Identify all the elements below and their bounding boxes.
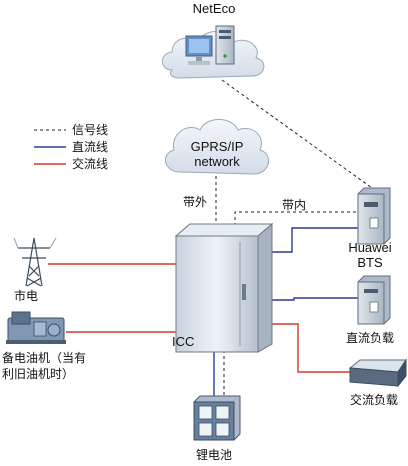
neteco-node: NetEco xyxy=(161,1,265,79)
generator-icon xyxy=(6,311,66,344)
gprs-network-node: GPRS/IP network xyxy=(165,119,269,175)
bts-node: Huawei BTS xyxy=(348,187,392,270)
out-of-band-label: 带外 xyxy=(183,195,207,209)
server-monitor-icon xyxy=(185,35,213,65)
legend-ac-label: 交流线 xyxy=(72,156,108,171)
in-band-label: 带内 xyxy=(282,198,306,212)
genset-label-line2: 利旧油机时） xyxy=(2,367,74,381)
bts-label-line1: Huawei xyxy=(348,240,391,255)
neteco-label: NetEco xyxy=(193,1,236,16)
gprs-label-line1: GPRS/IP xyxy=(191,139,244,154)
icc-label: ICC xyxy=(172,334,194,349)
ac-load-label: 交流负载 xyxy=(350,392,398,407)
dc-lines xyxy=(213,227,358,402)
signal-lines xyxy=(215,79,373,402)
mains-node: 市电 xyxy=(13,237,57,303)
ac-load-unit-icon xyxy=(348,358,407,388)
legend-signal-label: 信号线 xyxy=(72,123,108,137)
mains-label: 市电 xyxy=(14,288,38,303)
genset-label-line1: 备电油机（当有 xyxy=(2,351,86,365)
ac-line-icc-acload xyxy=(272,323,352,373)
neteco-cloud xyxy=(161,31,265,79)
dc-load-label: 直流负载 xyxy=(346,331,394,345)
dc-load-node: 直流负载 xyxy=(346,275,394,345)
gprs-label-line2: network xyxy=(194,154,240,169)
dc-line-icc-bts xyxy=(272,227,358,253)
signal-line-icc-bts xyxy=(234,211,372,226)
bts-cabinet-icon xyxy=(357,187,391,245)
genset-node: 备电油机（当有 利旧油机时） xyxy=(2,311,86,381)
battery-node: 锂电池 xyxy=(193,395,241,462)
icc-node: ICC xyxy=(172,222,274,353)
signal-line-neteco-bts xyxy=(221,79,373,189)
legend-dc-label: 直流线 xyxy=(72,140,108,154)
battery-label: 锂电池 xyxy=(196,447,232,462)
icc-cabinet-icon xyxy=(174,222,274,353)
bts-label-line2: BTS xyxy=(357,255,383,270)
legend: 信号线 直流线 交流线 xyxy=(34,123,108,171)
dc-line-icc-dcload xyxy=(272,297,358,301)
ac-lines xyxy=(48,263,352,373)
gprs-cloud xyxy=(165,119,269,175)
power-pylon-icon xyxy=(13,237,57,287)
battery-cabinet-icon xyxy=(193,395,241,441)
dc-load-cabinet-icon xyxy=(357,275,391,325)
server-tower-icon xyxy=(215,25,235,65)
ac-load-node: 交流负载 xyxy=(348,358,407,407)
